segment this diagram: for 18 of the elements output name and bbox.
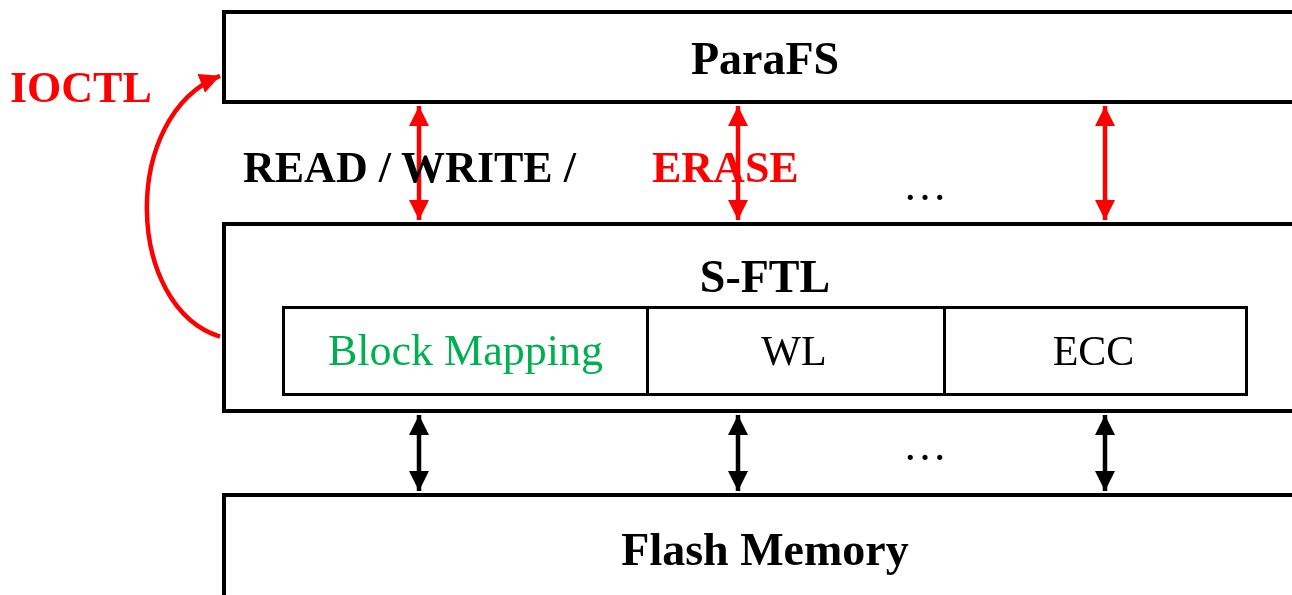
layer-box — [222, 10, 1292, 104]
arrow — [408, 415, 430, 491]
module-box — [282, 306, 649, 396]
edge-label: IOCTL — [10, 62, 152, 113]
arrow — [144, 73, 222, 339]
layer-title: S-FTL — [699, 250, 831, 303]
layer-title: Flash Memory — [621, 523, 909, 576]
arrow — [1094, 106, 1116, 220]
module-label: Block Mapping — [328, 325, 603, 376]
layer-box — [222, 222, 1292, 413]
layer-box — [222, 493, 1292, 595]
module-label: WL — [761, 327, 827, 375]
arrow — [1094, 415, 1116, 491]
module-label: ECC — [1052, 327, 1135, 375]
layer-title: ParaFS — [690, 32, 840, 85]
arrow — [727, 415, 749, 491]
ellipsis: … — [903, 160, 947, 211]
ellipsis: … — [903, 420, 947, 471]
